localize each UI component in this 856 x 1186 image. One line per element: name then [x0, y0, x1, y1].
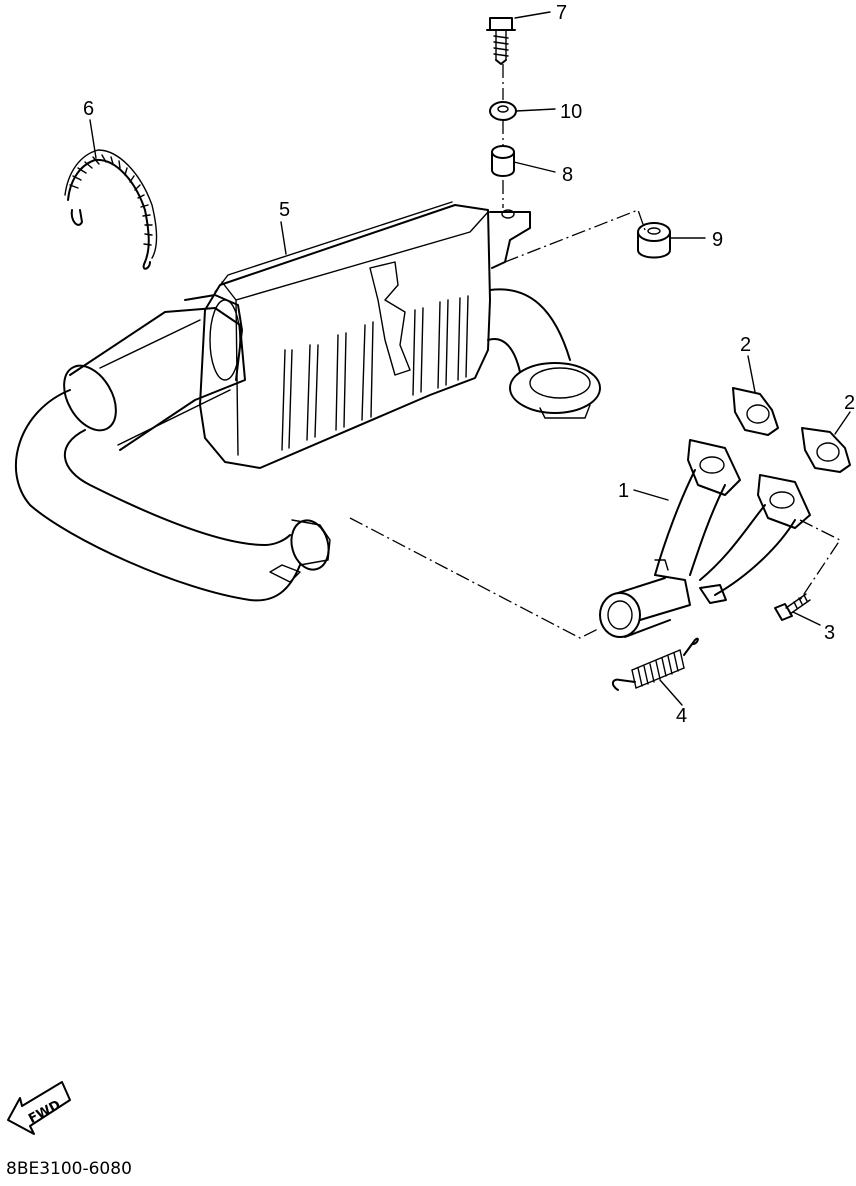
- callouts: 7 10 8 9 5 6 2 2 1 3 4: [83, 2, 855, 727]
- collar-8: [491, 145, 515, 177]
- muffler: [199, 201, 531, 469]
- bolt-3: [774, 593, 811, 621]
- gasket-right: [801, 427, 851, 473]
- assembly-lines: [349, 64, 841, 639]
- tail-outlet: [487, 288, 601, 419]
- muffler-inlet-pipe: [63, 294, 246, 451]
- spring-6: [64, 149, 158, 270]
- bolt-7: [486, 17, 516, 65]
- callout-10: 10: [560, 101, 582, 123]
- gasket-left: [732, 387, 779, 436]
- leader-lines: [89, 11, 851, 706]
- callout-8: 8: [562, 164, 573, 186]
- exhaust-pipe: [599, 439, 811, 638]
- bend-pipe: [14, 389, 331, 602]
- spring-4: [612, 637, 699, 691]
- grommet-9: [637, 222, 671, 259]
- drawing-code: 8BE3100-6080: [6, 1159, 132, 1179]
- callout-3: 3: [824, 622, 835, 644]
- callout-7: 7: [556, 2, 567, 24]
- fwd-label: FWD: [26, 1098, 63, 1127]
- callout-4: 4: [676, 705, 687, 727]
- callout-1: 1: [618, 480, 629, 502]
- callout-2a: 2: [740, 334, 751, 356]
- fwd-arrow-icon: FWD: [7, 1081, 71, 1135]
- callout-9: 9: [712, 229, 723, 251]
- callout-6: 6: [83, 98, 94, 120]
- washer-10: [489, 101, 517, 121]
- callout-5: 5: [279, 199, 290, 221]
- callout-2b: 2: [844, 392, 855, 414]
